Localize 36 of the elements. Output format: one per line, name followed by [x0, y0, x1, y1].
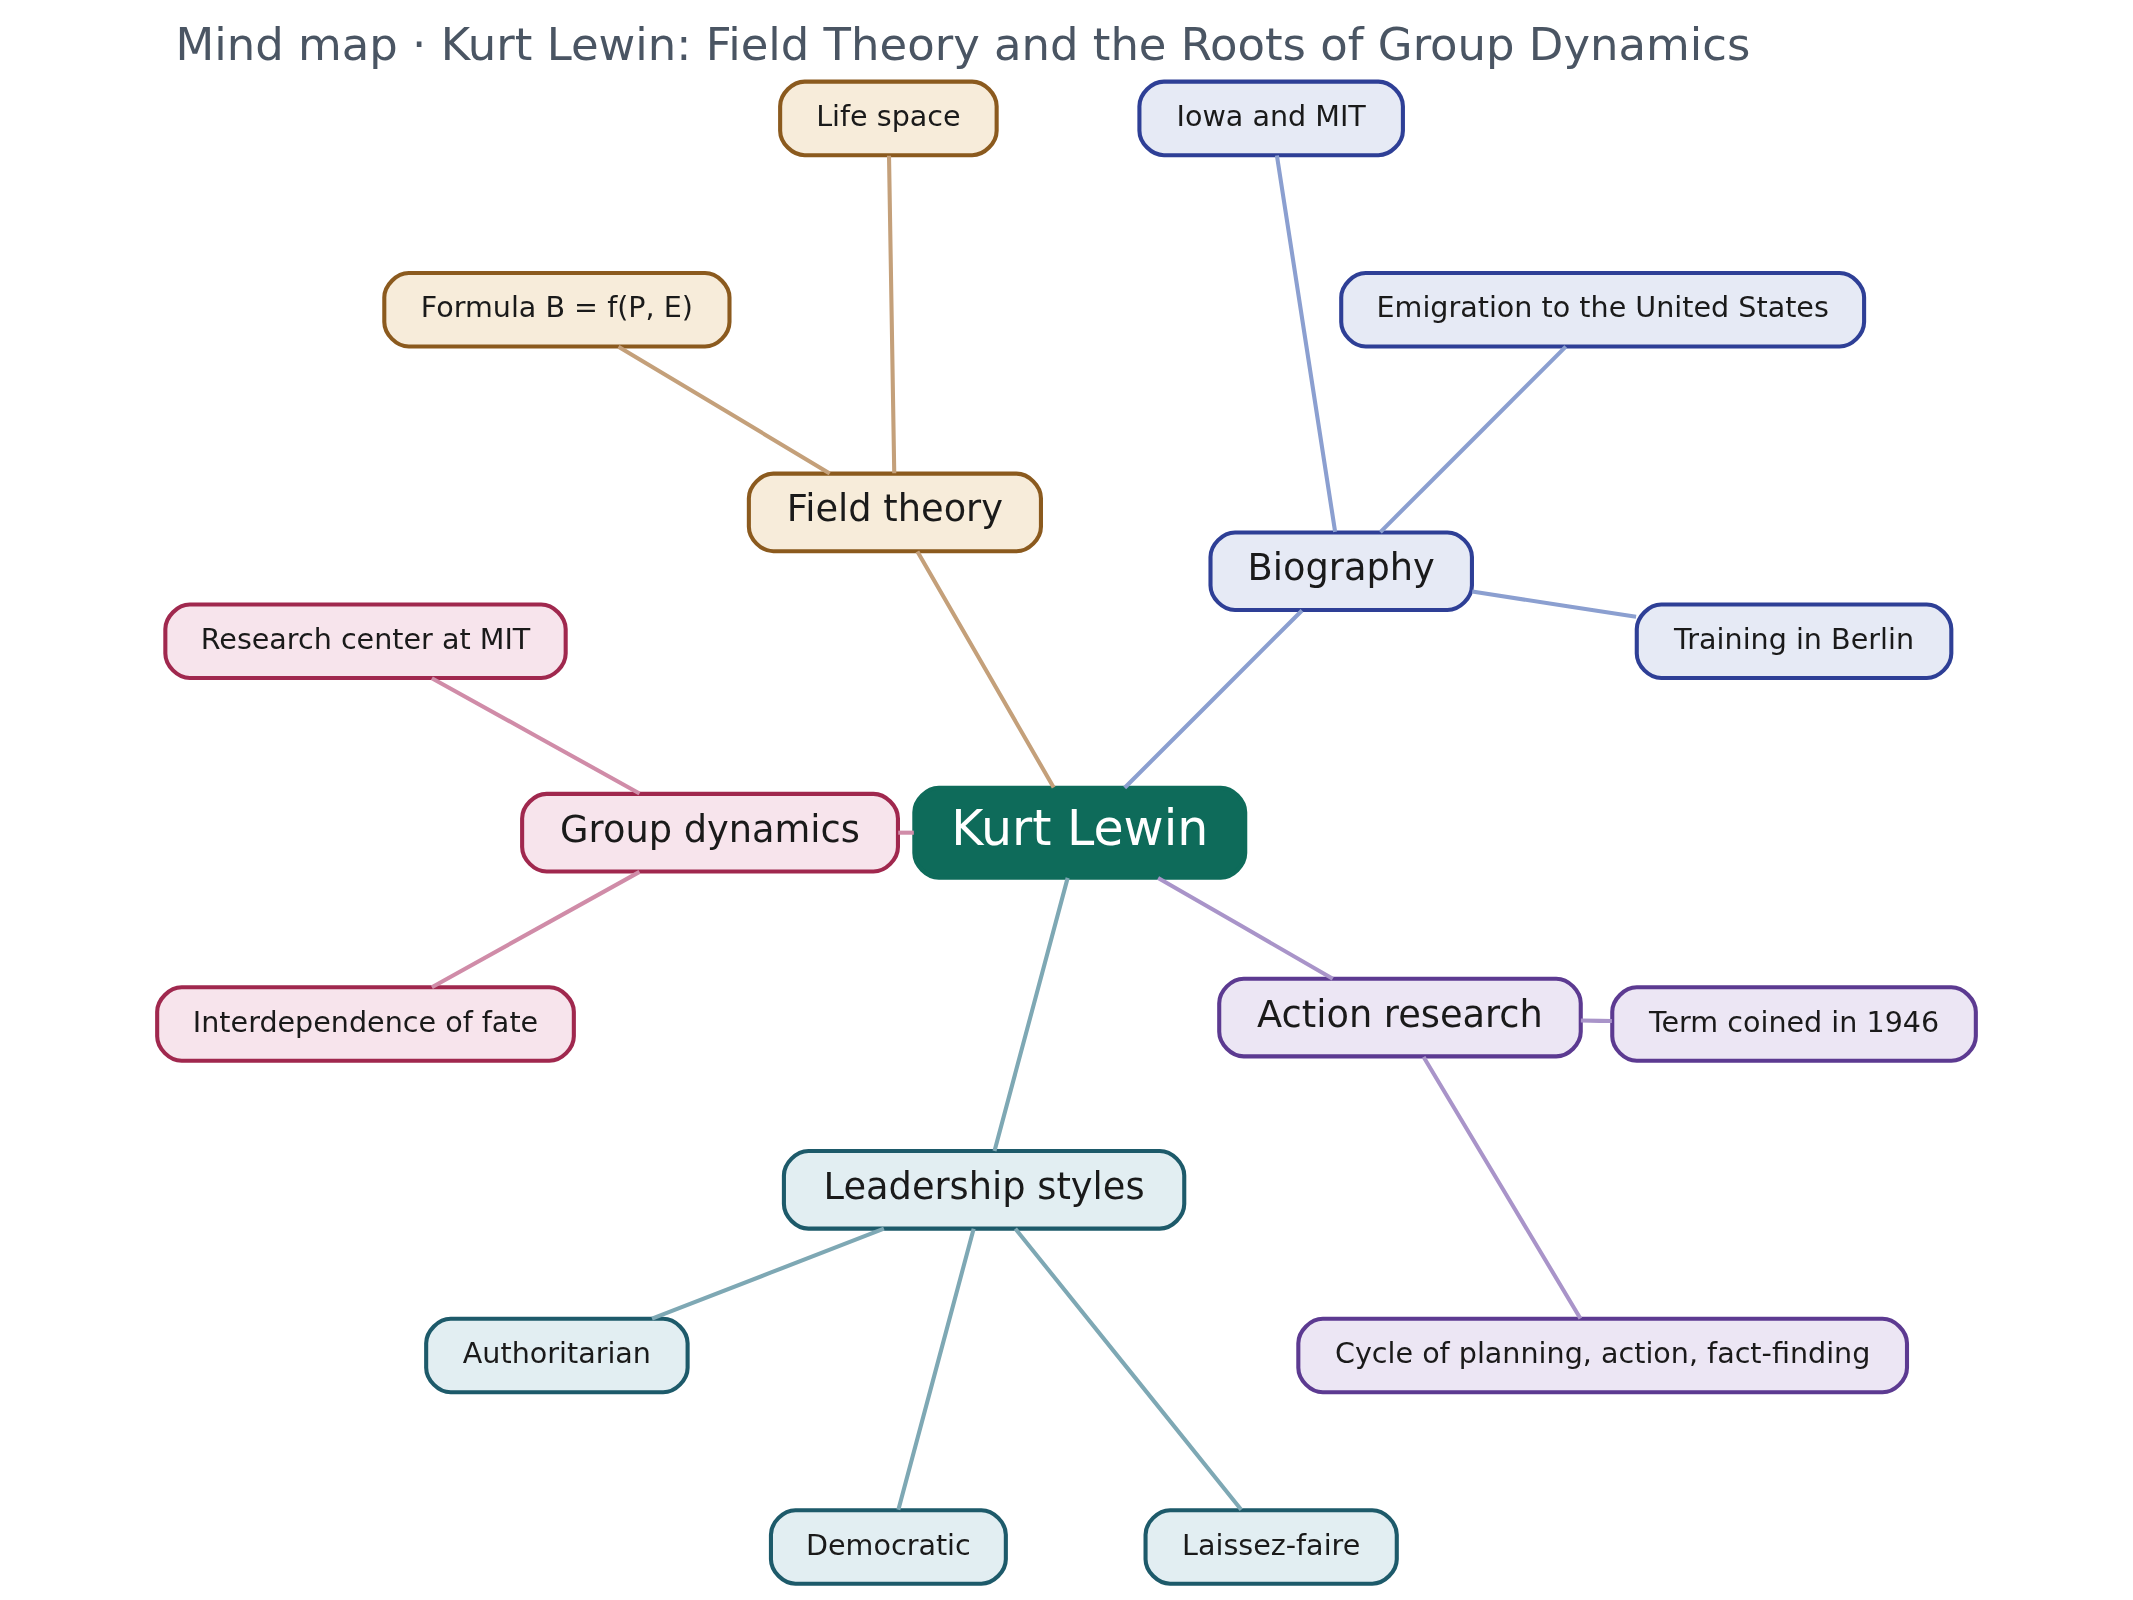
connector [1274, 155, 1338, 533]
node-box: Emigration to the United States [1339, 271, 1867, 349]
connector [898, 830, 914, 835]
node-box: Interdependence of fate [155, 985, 576, 1063]
node-box: Research center at MIT [163, 602, 568, 681]
connector [915, 550, 1056, 789]
node-box: Iowa and MIT [1137, 79, 1405, 158]
connector [992, 877, 1070, 1152]
connector [430, 870, 641, 989]
node-box: Group dynamics [520, 791, 900, 874]
node-box: Field theory [746, 471, 1043, 554]
connector [1013, 1227, 1243, 1511]
node-box: Training in Berlin [1634, 602, 1954, 681]
connector [1123, 609, 1304, 790]
node-box: Term coined in 1946 [1610, 985, 1978, 1063]
connector [1378, 345, 1568, 534]
connector [617, 344, 831, 476]
node-box: Action research [1217, 976, 1583, 1059]
node-box: Biography [1208, 530, 1474, 613]
connector [896, 1228, 976, 1511]
node-box: Democratic [768, 1508, 1008, 1586]
node-box: Laissez-faire [1143, 1508, 1399, 1586]
connector [1157, 876, 1334, 981]
connector [1580, 1018, 1612, 1024]
connector [430, 676, 641, 796]
connector [886, 155, 897, 474]
connector [651, 1226, 885, 1321]
diagram-title: Mind map · Kurt Lewin: Field Theory and the Roots of Group Dynamics [175, 18, 1751, 72]
node-box: Cycle of planning, action, fact-finding [1296, 1316, 1910, 1395]
node-box: Life space [778, 79, 999, 158]
node-box: Authoritarian [424, 1316, 690, 1395]
node-box: Leadership styles [781, 1148, 1187, 1231]
node-box: Kurt Lewin [912, 785, 1248, 880]
node-box: Formula B = f(P, E) [382, 271, 732, 349]
connector [1471, 589, 1637, 619]
connector [1421, 1055, 1583, 1320]
